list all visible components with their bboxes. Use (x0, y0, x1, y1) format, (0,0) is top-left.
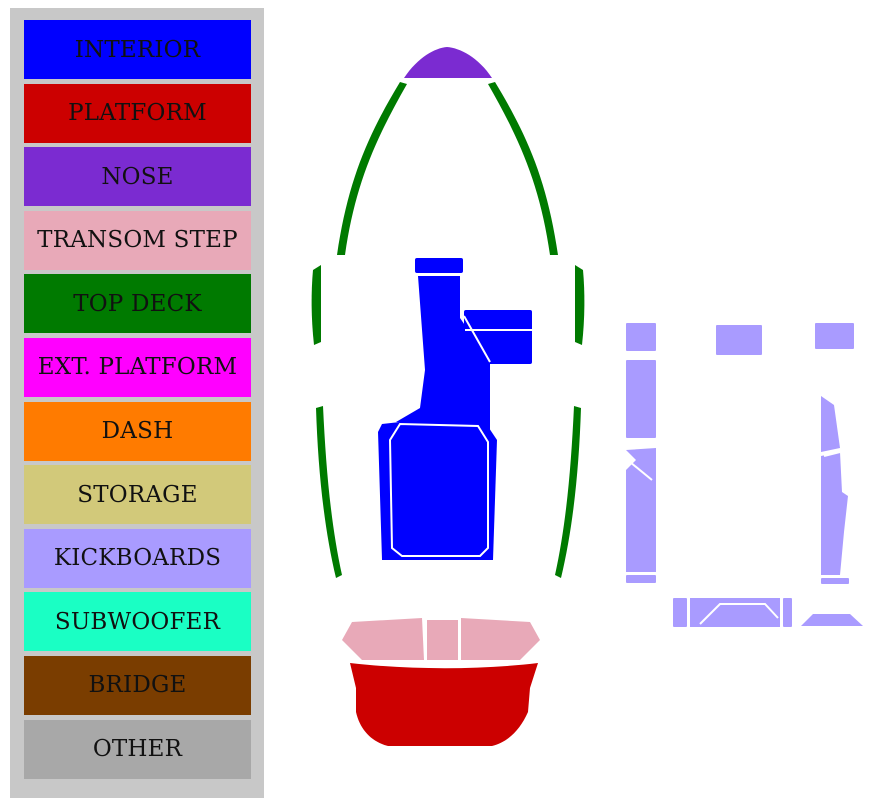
interior-top-cap (415, 258, 463, 273)
transom-step-left (342, 618, 424, 660)
kickboard-corner (801, 614, 863, 626)
kickboard-pieces (626, 323, 863, 627)
legend-label: DASH (101, 418, 174, 445)
legend-item-dash: DASH (24, 401, 251, 461)
top-deck-right-upper (488, 82, 558, 255)
legend-item-storage: STORAGE (24, 465, 251, 525)
legend-label: TRANSOM STEP (37, 227, 238, 254)
kickboard-seams (629, 451, 841, 625)
legend-item-interior: INTERIOR (24, 20, 251, 79)
kickboard-left-lower (626, 448, 656, 572)
color-legend: INTERIOR PLATFORM NOSE TRANSOM STEP TOP … (24, 20, 251, 779)
transom-step-right (461, 618, 540, 660)
kickboard-left-top (626, 323, 656, 351)
kickboard-right-top (815, 323, 854, 349)
kickboard-left-upper (626, 360, 656, 438)
legend-label: NOSE (101, 163, 174, 190)
legend-label: INTERIOR (74, 36, 201, 63)
top-deck-right-mid (575, 265, 585, 345)
legend-label: PLATFORM (68, 100, 207, 127)
top-deck-pieces (311, 82, 585, 578)
legend-label: KICKBOARDS (53, 545, 222, 572)
legend-label: SUBWOOFER (54, 608, 221, 635)
legend-item-ext-platform: EXT. PLATFORM (24, 337, 251, 397)
interior-side-block (464, 310, 532, 364)
legend-item-other: OTHER (24, 719, 251, 779)
legend-label: BRIDGE (88, 672, 187, 699)
interior-seams (388, 315, 532, 557)
transom-step-pieces (342, 618, 540, 660)
transom-step-center (427, 620, 458, 660)
interior-pieces (378, 258, 532, 560)
legend-item-top-deck: TOP DECK (24, 274, 251, 334)
legend-item-subwoofer: SUBWOOFER (24, 592, 251, 652)
kickboard-left-foot (626, 575, 656, 583)
legend-label: EXT. PLATFORM (37, 354, 238, 381)
legend-label: OTHER (92, 736, 183, 763)
top-deck-left-mid (311, 265, 321, 345)
kickboard-center-top (716, 325, 762, 355)
interior-floor (378, 422, 497, 560)
top-deck-left-upper (337, 82, 407, 255)
nose-piece (404, 47, 492, 78)
kickboard-bottom-center (690, 598, 780, 627)
kickboard-bottom-right (783, 598, 792, 627)
legend-item-bridge: BRIDGE (24, 655, 251, 715)
legend-item-nose: NOSE (24, 147, 251, 207)
legend-item-kickboards: KICKBOARDS (24, 528, 251, 588)
legend-item-platform: PLATFORM (24, 83, 251, 143)
interior-console (396, 276, 490, 432)
platform-piece (350, 663, 538, 746)
kickboard-bottom-left (673, 598, 687, 627)
kickboard-right-foot (821, 578, 849, 584)
kickboard-right-upper (821, 396, 840, 452)
legend-label: TOP DECK (73, 290, 202, 317)
top-deck-right-lower (555, 406, 581, 578)
legend-label: STORAGE (77, 481, 198, 508)
kickboard-right-lower (821, 452, 848, 575)
top-deck-left-lower (316, 406, 342, 578)
legend-item-transom-step: TRANSOM STEP (24, 210, 251, 270)
